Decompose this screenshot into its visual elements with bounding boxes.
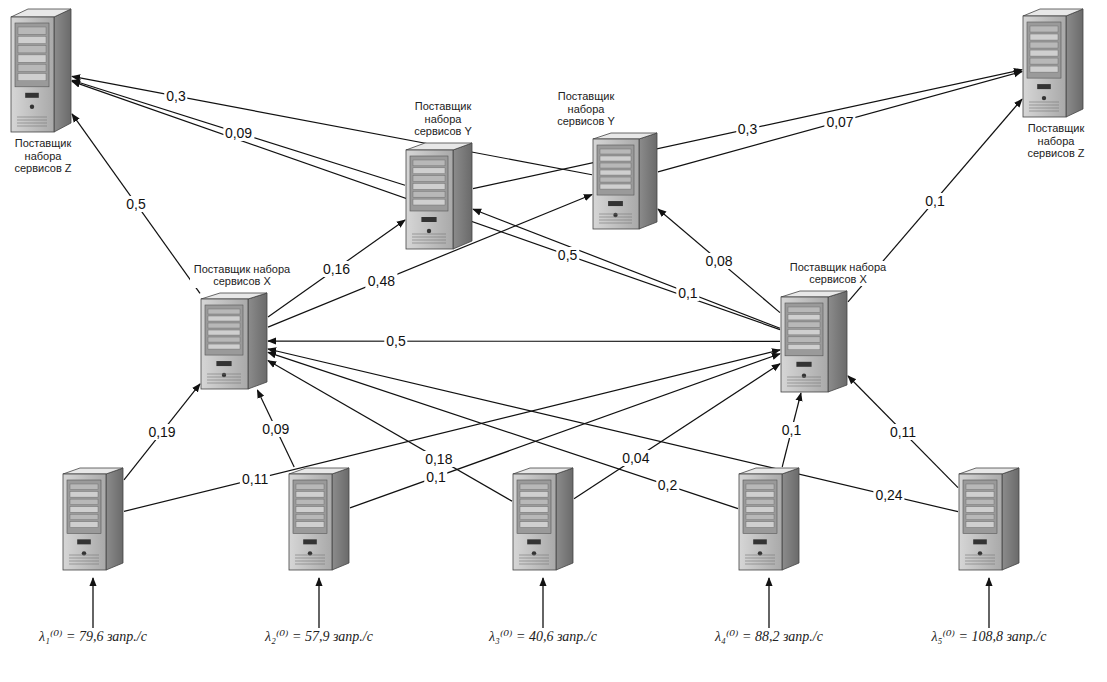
probability-label: 0,24 xyxy=(873,487,904,503)
server-node: λ₁⁽⁰⁾ = 79,6 запр./с xyxy=(62,467,124,571)
flow-arrow xyxy=(268,349,958,512)
server-node: λ₃⁽⁰⁾ = 40,6 запр./с xyxy=(512,467,574,571)
probability-label: 0,11 xyxy=(240,471,270,487)
input-arrow xyxy=(92,578,93,628)
server-icon xyxy=(1022,8,1084,118)
flow-arrow xyxy=(257,390,294,467)
server-node: λ₅⁽⁰⁾ = 108,8 запр./с xyxy=(958,467,1020,571)
input-rate: λ₄⁽⁰⁾ = 88,2 запр./с xyxy=(713,629,825,645)
probability-label: 0,5 xyxy=(124,196,147,212)
probability-label: 0,1 xyxy=(923,193,946,209)
probability-label: 0,16 xyxy=(321,261,352,277)
flow-arrow xyxy=(72,80,405,185)
flow-arrow xyxy=(124,350,780,511)
flow-arrow xyxy=(72,76,592,174)
probability-label: 0,3 xyxy=(164,88,187,104)
server-node: Поставщик набора сервисов Z xyxy=(1022,8,1084,118)
probability-label: 0,11 xyxy=(888,424,918,440)
probability-label: 0,5 xyxy=(556,247,579,263)
server-node: Поставщик набора сервисов Y xyxy=(592,132,658,230)
probability-label: 0,48 xyxy=(366,273,397,289)
server-node: λ₂⁽⁰⁾ = 57,9 запр./с xyxy=(288,467,350,571)
flow-arrow xyxy=(72,81,780,329)
server-icon xyxy=(512,467,574,571)
input-rate: λ₁⁽⁰⁾ = 79,6 запр./с xyxy=(37,629,149,645)
flow-arrow xyxy=(72,114,200,293)
probability-label: 0,1 xyxy=(676,285,699,301)
provider-caption: Поставщик набора сервисов Z xyxy=(1014,122,1098,160)
server-icon xyxy=(405,142,473,250)
input-arrow xyxy=(768,578,769,628)
flow-arrow xyxy=(124,384,200,480)
provider-caption: Поставщик набора сервисов Y xyxy=(544,90,628,128)
probability-label: 0,2 xyxy=(656,477,679,493)
flow-arrow xyxy=(658,72,1022,172)
probability-label: 0,09 xyxy=(260,421,291,437)
flow-arrow xyxy=(268,340,780,342)
provider-caption: Поставщик набора сервисов Y xyxy=(401,100,485,138)
server-icon xyxy=(288,467,350,571)
input-rate: λ₅⁽⁰⁾ = 108,8 запр./с xyxy=(930,629,1049,645)
probability-label: 0,08 xyxy=(703,253,734,269)
server-node: λ₄⁽⁰⁾ = 88,2 запр./с xyxy=(738,467,800,571)
server-icon xyxy=(958,467,1020,571)
provider-caption: Поставщик набора сервисов Z xyxy=(1,137,85,175)
input-arrow xyxy=(542,578,543,628)
probability-label: 0,1 xyxy=(424,469,447,485)
probability-label: 0,09 xyxy=(223,125,254,141)
input-rate: λ₂⁽⁰⁾ = 57,9 запр./с xyxy=(263,629,375,645)
probability-label: 0,07 xyxy=(824,114,855,130)
server-icon xyxy=(780,290,848,393)
provider-caption: Поставщик набора сервисов X xyxy=(786,261,890,286)
server-icon xyxy=(738,467,800,571)
input-arrow xyxy=(988,578,989,628)
probability-label: 0,5 xyxy=(384,333,407,349)
server-icon xyxy=(10,8,72,133)
probability-label: 0,19 xyxy=(146,424,177,440)
provider-caption: Поставщик набора сервисов X xyxy=(190,263,294,288)
server-icon xyxy=(200,292,268,390)
server-icon xyxy=(62,467,124,571)
input-rate: λ₃⁽⁰⁾ = 40,6 запр./с xyxy=(487,629,599,645)
probability-label: 0,3 xyxy=(736,121,759,137)
server-icon xyxy=(592,132,658,230)
server-node: Поставщик набора сервисов X xyxy=(780,290,848,393)
probability-label: 0,04 xyxy=(620,450,651,466)
probability-label: 0,1 xyxy=(780,422,803,438)
server-node: Поставщик набора сервисов Y xyxy=(405,142,473,250)
server-node: Поставщик набора сервисов X xyxy=(200,292,268,390)
flow-arrow xyxy=(658,209,780,313)
probability-label: 0,18 xyxy=(423,451,454,467)
flow-arrow xyxy=(473,70,1022,189)
input-arrow xyxy=(318,578,319,628)
flow-arrow xyxy=(848,376,958,488)
server-node: Поставщик набора сервисов Z xyxy=(10,8,72,133)
